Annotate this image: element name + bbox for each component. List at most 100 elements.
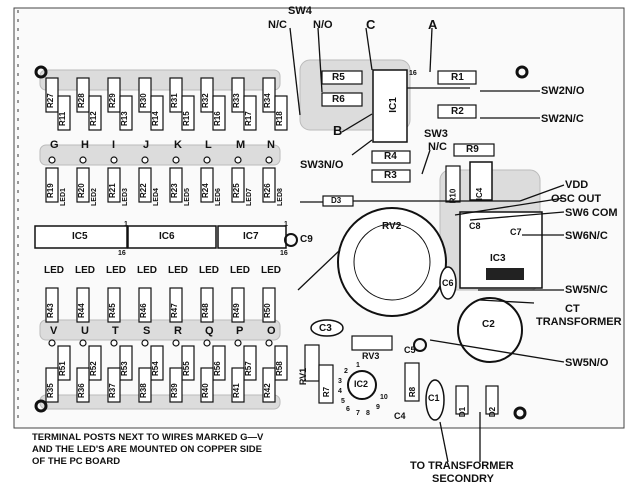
ic1-label: IC1 [387,97,399,113]
resistor-bottom-inner-label: R55 [182,361,191,376]
osc-out-label: OSC OUT [551,193,602,205]
c7-label: C7 [510,227,522,237]
resistor-top-inner-label: R13 [120,111,129,126]
terminal-letter-top: L [205,139,212,151]
resistor-bottom-label: R39 [170,383,179,398]
note-line-1: TERMINAL POSTS NEXT TO WIRES MARKED G—V [32,432,264,443]
terminal-letter-bottom: O [267,325,276,337]
terminal-post-bottom [172,339,180,347]
resistor-led-lower-label: R47 [170,303,179,318]
sw6-com-label: SW6 COM [565,207,618,219]
r2-body [437,104,477,119]
point-c-label: C [366,17,376,32]
terminal-letter-bottom: S [143,325,151,337]
ic6-label: IC6 [159,231,175,242]
ic2-pin9: 9 [376,404,380,411]
terminal-post-bottom [79,339,87,347]
resistor-led-lower-label: R43 [46,303,55,318]
resistor-bottom-inner-body [212,345,226,381]
c1-label: C1 [428,393,440,403]
sw2-no-label: SW2N/O [541,85,585,97]
terminal-post-top [265,156,273,164]
r9-label: R9 [466,144,479,155]
ic5-body [34,225,128,249]
resistor-led-lower-body [107,287,121,323]
c5-body [413,338,427,352]
resistor-bottom-body [138,367,152,403]
resistor-led-lower-body [45,287,59,323]
led-upper-label: LED7 [246,188,253,206]
resistor-led-lower-label: R49 [232,303,241,318]
terminal-letter-top: K [174,139,182,151]
resistor-bottom-label: R38 [139,383,148,398]
resistor-led-lower-body [262,287,276,323]
point-a-label: A [428,17,438,32]
ic2-pin2: 2 [344,368,348,375]
r6-label: R6 [332,94,345,105]
r2-label: R2 [451,106,464,117]
d2-label: D2 [488,406,498,418]
ic1-resistors [318,70,495,404]
terminal-post-top [203,156,211,164]
c2-label: C2 [482,319,495,330]
led-lower-label: LED [75,265,95,276]
resistor-bottom-inner-body [57,345,71,381]
resistor-led-lower-label: R45 [108,303,117,318]
resistor-led-upper-label: R26 [263,183,272,198]
rv3-body [351,335,393,351]
ic1-body [372,69,408,143]
sw4-label: SW4 [288,5,312,17]
terminal-post-bottom [203,339,211,347]
resistor-top-inner-label: R15 [182,111,191,126]
resistor-bottom-body [76,367,90,403]
terminal-post-top [172,156,180,164]
r5-body [321,70,363,85]
c3-label: C3 [319,323,332,334]
c6-label: C6 [442,278,454,288]
resistor-bottom-body [169,367,183,403]
resistor-top-body [231,77,245,113]
terminal-letter-bottom: R [174,325,182,337]
sw3-no-label: SW3N/O [300,159,344,171]
c6-body [439,266,457,300]
led-upper-label: LED5 [184,188,191,206]
resistor-led-lower-label: R44 [77,303,86,318]
resistor-bottom-label: R42 [263,383,272,398]
resistor-top-inner-body [243,95,257,131]
resistor-top-label: R33 [232,93,241,108]
resistor-bottom-label: R35 [46,383,55,398]
led-lower-label: LED [137,265,157,276]
d1-body [455,385,469,415]
ic2-pin7: 7 [356,410,360,417]
sw3-nc-label: N/C [428,141,447,153]
resistor-top-inner-body [274,95,288,131]
resistor-led-lower-label: R46 [139,303,148,318]
resistor-top-inner-label: R12 [89,111,98,126]
c8-label: C8 [469,221,481,231]
ic5-label: IC5 [72,231,88,242]
resistor-top-inner-label: R17 [244,111,253,126]
resistor-top-inner-label: R16 [213,111,222,126]
terminal-post-top [141,156,149,164]
r3-label: R3 [384,170,397,181]
terminal-post-top [110,156,118,164]
sw6-nc-label: SW6N/C [565,230,608,242]
c9-body [284,233,298,247]
resistor-led-lower-body [76,287,90,323]
resistor-bottom-inner-label: R51 [58,361,67,376]
ic2-pin8: 8 [366,410,370,417]
resistor-led-upper-body [262,167,276,203]
c1-body [425,379,445,421]
r7-body [318,364,334,404]
ic2-pin6: 6 [346,406,350,413]
c2-body [457,297,523,363]
resistor-bottom-inner-label: R53 [120,361,129,376]
resistor-led-lower-label: R48 [201,303,210,318]
terminal-letter-top: I [112,139,116,151]
resistor-led-upper-label: R19 [46,183,55,198]
r8-label: R8 [408,386,418,398]
terminal-post-bottom [110,339,118,347]
terminal-letter-top: H [81,139,89,151]
resistor-led-lower-label: R50 [263,303,272,318]
resistor-top-body [107,77,121,113]
